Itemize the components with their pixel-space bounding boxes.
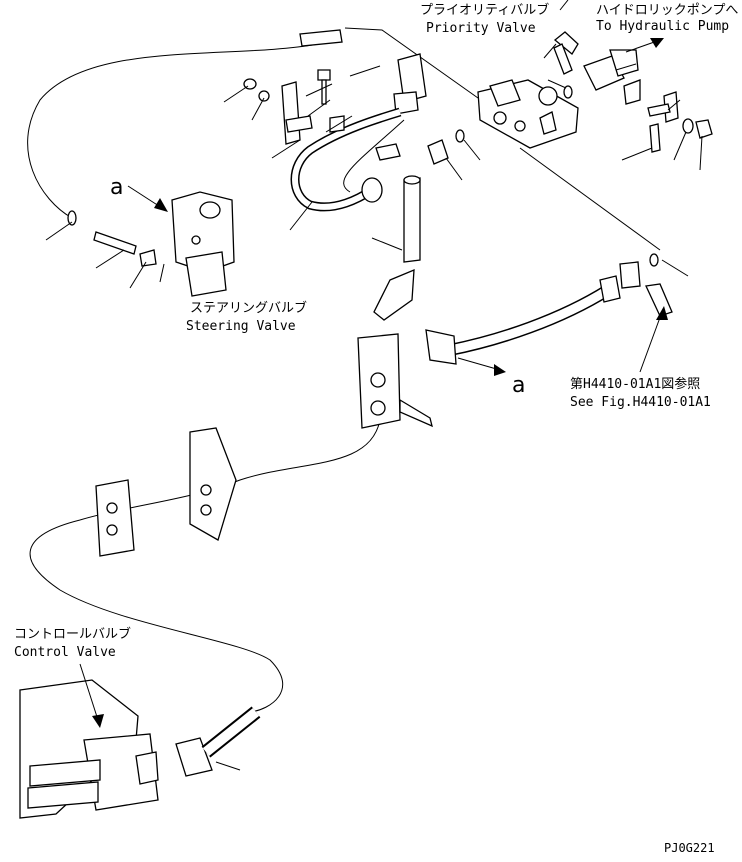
routing-line-lower-loop — [29, 519, 284, 713]
routing-line-left-loop — [27, 43, 319, 219]
callout-a-top: a — [110, 175, 123, 200]
hydraulic-pump-label-en: To Hydraulic Pump — [596, 19, 729, 34]
control-valve-label-en: Control Valve — [14, 645, 116, 660]
priority-valve-label-en: Priority Valve — [426, 21, 536, 36]
steering-valve — [67, 191, 235, 297]
hydraulic-pump-label-jp: ハイドロリックポンプへ — [596, 3, 738, 18]
steering-valve-label-en: Steering Valve — [186, 319, 296, 334]
routing-line-right — [519, 147, 661, 251]
clamp-plates — [95, 427, 237, 557]
steering-valve-label-jp: ステアリングバルブ — [190, 300, 307, 316]
routing-line-top — [344, 27, 479, 99]
see-fig-label-jp: 第H4410-01A1図参照 — [570, 376, 700, 392]
control-valve-label-jp: コントロールバルブ — [14, 626, 131, 642]
control-valve — [19, 679, 261, 819]
callout-a-bottom: a — [512, 373, 525, 398]
bracket-and-bolts — [243, 29, 465, 165]
priority-valve — [477, 79, 579, 149]
hose-right — [425, 253, 673, 365]
steering-pipe-assembly — [290, 53, 427, 321]
priority-valve-label-jp: プライオリティバルブ — [420, 2, 549, 18]
mid-bracket — [357, 333, 433, 429]
leader-lines — [45, 0, 703, 771]
see-fig-label-en: See Fig.H4410-01A1 — [570, 395, 711, 410]
drawing-code: PJ0G221 — [664, 841, 715, 855]
